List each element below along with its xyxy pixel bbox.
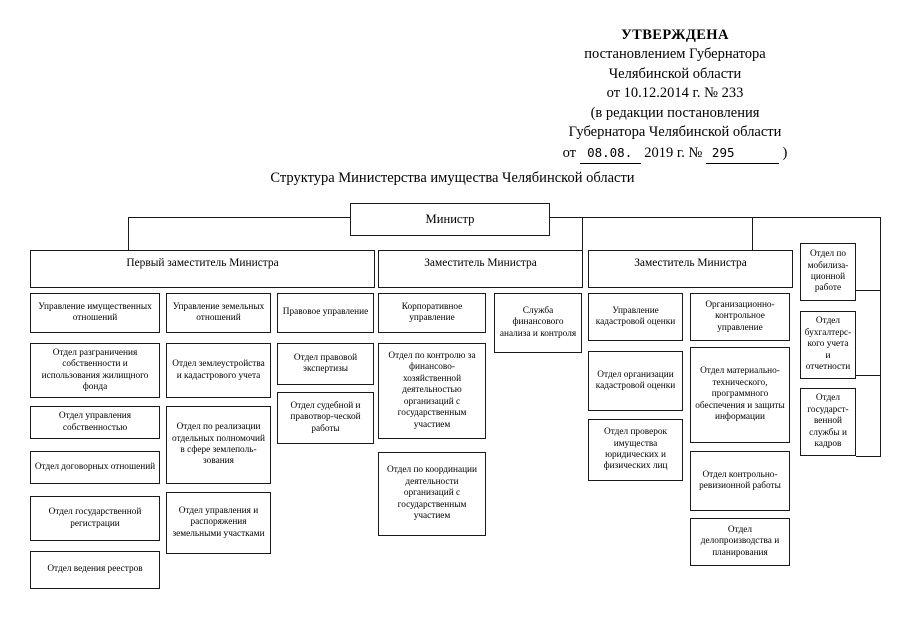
node-records-planning-dept[interactable]: Отдел делопроизводства и планирования: [690, 518, 790, 566]
node-land-survey-cadastre-dept[interactable]: Отдел землеустройства и кадастрового уче…: [166, 343, 271, 398]
node-registry-maintenance-dept[interactable]: Отдел ведения реестров: [30, 551, 160, 589]
node-property-inspection-dept[interactable]: Отдел проверок имущества юридических и ф…: [588, 419, 683, 481]
connector-drop-first-deputy: [128, 217, 130, 250]
node-legal-expertise-dept[interactable]: Отдел правовой экспертизы: [277, 343, 374, 385]
signature-date-field: 08.08.: [579, 143, 641, 164]
node-contract-relations-dept[interactable]: Отдел договорных отношений: [30, 451, 160, 484]
node-land-plots-dept[interactable]: Отдел управления и распоряжения земельны…: [166, 492, 271, 554]
node-org-coordination-dept[interactable]: Отдел по координации деятельности органи…: [378, 452, 486, 536]
node-property-inspection-label: Отдел проверок имущества юридических и ф…: [603, 427, 668, 472]
node-cadastral-organization-label: Отдел организации кадастровой оценки: [595, 369, 676, 391]
approval-line-5: Губернатора Челябинской области: [568, 124, 782, 141]
node-land-survey-cadastre-label: Отдел землеустройства и кадастрового уче…: [172, 359, 265, 381]
node-judicial-lawmaking-dept[interactable]: Отдел судебной и правотвор-ческой работы: [277, 392, 374, 444]
node-property-delimitation-label: Отдел разграничения собственности и испо…: [41, 347, 149, 392]
node-mobilization-label: Отдел по мобилиза- ционной работе: [807, 249, 849, 294]
node-org-control-label: Организационно-контрольное управление: [705, 299, 775, 333]
node-cadastral-organization-dept[interactable]: Отдел организации кадастровой оценки: [588, 351, 683, 411]
node-civil-service-label: Отдел государст- венной службы и кадров: [807, 393, 849, 450]
node-logistics-it-label: Отдел материально-технического, программ…: [695, 366, 785, 423]
node-land-use-powers-dept[interactable]: Отдел по реализации отдельных полномочий…: [166, 406, 271, 484]
node-legal-expertise-label: Отдел правовой экспертизы: [293, 352, 358, 374]
connector-right-mobilization: [856, 290, 881, 292]
connector-drop-deputy-2: [582, 217, 584, 250]
node-state-registration-dept[interactable]: Отдел государственной регистрации: [30, 496, 160, 541]
signature-year-label: 2019 г. №: [644, 145, 703, 162]
node-corporate-governance-dept[interactable]: Корпоративное управление: [378, 293, 486, 333]
node-land-relations-label: Управление земельных отношений: [172, 301, 265, 323]
connector-right-accounting: [856, 375, 881, 377]
node-land-use-powers-label: Отдел по реализации отдельных полномочий…: [172, 422, 265, 467]
node-state-registration-label: Отдел государственной регистрации: [48, 507, 142, 529]
node-deputy-2[interactable]: Заместитель Министра: [378, 250, 583, 288]
connector-right-column-spine: [880, 217, 882, 457]
node-deputy-3-label: Заместитель Министра: [634, 257, 747, 269]
signature-suffix: ): [782, 145, 788, 162]
node-judicial-lawmaking-label: Отдел судебной и правотвор-ческой работы: [290, 400, 361, 434]
node-financial-analysis-service[interactable]: Служба финансового анализа и контроля: [494, 293, 582, 353]
node-property-relations-label: Управление имущественных отношений: [38, 301, 152, 323]
node-deputy-3[interactable]: Заместитель Министра: [588, 250, 793, 288]
node-registry-maintenance-label: Отдел ведения реестров: [47, 564, 143, 575]
node-cadastral-valuation-label: Управление кадастровой оценки: [595, 305, 676, 327]
node-audit-dept[interactable]: Отдел контрольно-ревизионной работы: [690, 451, 790, 511]
approval-line-2: Челябинской области: [608, 65, 742, 82]
approval-header: УТВЕРЖДЕНА постановлением Губернатора Че…: [455, 26, 895, 164]
node-logistics-it-dept[interactable]: Отдел материально-технического, программ…: [690, 347, 790, 443]
signature-prefix: от: [562, 145, 577, 162]
node-minister-label: Министр: [425, 212, 475, 226]
signature-number-field: 295: [705, 143, 779, 164]
node-property-management-dept[interactable]: Отдел управления собственностью: [30, 406, 160, 439]
node-financial-control-label: Отдел по контролю за финансово-хозяйстве…: [388, 351, 476, 430]
node-minister[interactable]: Министр: [350, 203, 550, 236]
node-org-coordination-label: Отдел по координации деятельности органи…: [386, 465, 478, 522]
connector-minister-bus-right: [550, 217, 881, 219]
node-legal-label: Правовое управление: [282, 307, 369, 318]
node-mobilization-department[interactable]: Отдел по мобилиза- ционной работе: [800, 243, 856, 301]
node-audit-label: Отдел контрольно-ревизионной работы: [699, 469, 781, 491]
node-property-management-label: Отдел управления собственностью: [58, 411, 132, 433]
connector-drop-deputy-3: [752, 217, 754, 250]
node-org-control-dept[interactable]: Организационно-контрольное управление: [690, 293, 790, 341]
node-financial-analysis-label: Служба финансового анализа и контроля: [499, 305, 577, 339]
node-legal-dept[interactable]: Правовое управление: [277, 293, 374, 333]
node-land-relations-dept[interactable]: Управление земельных отношений: [166, 293, 271, 333]
node-accounting-label: Отдел бухгалтерс- кого учета и отчетност…: [804, 316, 852, 373]
approval-line-3: от 10.12.2014 г. № 233: [606, 85, 744, 102]
connector-right-civil-service: [856, 456, 881, 458]
node-corporate-governance-label: Корпоративное управление: [401, 301, 463, 323]
node-property-delimitation-dept[interactable]: Отдел разграничения собственности и испо…: [30, 343, 160, 398]
approval-line-4: (в редакции постановления: [590, 104, 760, 121]
approval-signature-row: от 08.08. 2019 г. № 295 ): [455, 142, 895, 164]
chart-title: Структура Министерства имущества Челябин…: [270, 170, 635, 186]
approval-line-1: постановлением Губернатора: [584, 46, 766, 63]
node-property-relations-dept[interactable]: Управление имущественных отношений: [30, 293, 160, 333]
node-land-plots-label: Отдел управления и распоряжения земельны…: [172, 505, 265, 539]
node-financial-control-dept[interactable]: Отдел по контролю за финансово-хозяйстве…: [378, 343, 486, 439]
node-civil-service-department[interactable]: Отдел государст- венной службы и кадров: [800, 388, 856, 456]
node-first-deputy-label: Первый заместитель Министра: [126, 257, 279, 269]
node-accounting-department[interactable]: Отдел бухгалтерс- кого учета и отчетност…: [800, 311, 856, 379]
node-cadastral-valuation-dept[interactable]: Управление кадастровой оценки: [588, 293, 683, 341]
node-deputy-2-label: Заместитель Министра: [424, 257, 537, 269]
approval-title: УТВЕРЖДЕНА: [621, 27, 729, 43]
node-first-deputy[interactable]: Первый заместитель Министра: [30, 250, 375, 288]
connector-minister-bus-left: [128, 217, 350, 219]
node-records-planning-label: Отдел делопроизводства и планирования: [700, 524, 780, 558]
node-contract-relations-label: Отдел договорных отношений: [34, 461, 156, 472]
